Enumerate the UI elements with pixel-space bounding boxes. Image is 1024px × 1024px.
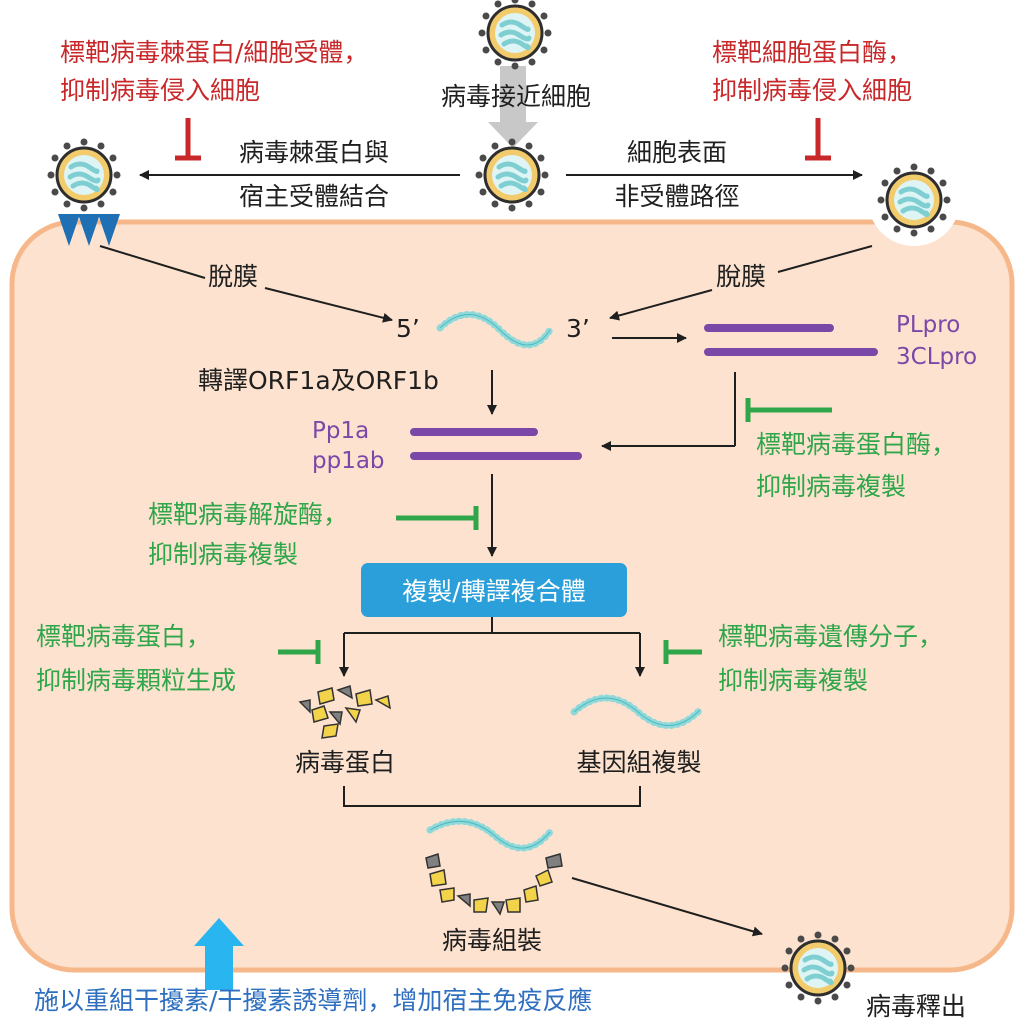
target-viral-protein-line2: 抑制病毒顆粒生成 <box>36 666 237 695</box>
uncoating-left-label: 脫膜 <box>208 262 259 291</box>
host-receptor-icon <box>58 214 120 246</box>
immune-arrow-shaft <box>205 944 233 990</box>
replication-complex-box: 複製/轉譯複合體 <box>361 563 627 617</box>
release-label: 病毒釋出 <box>866 992 967 1021</box>
non-receptor-line2: 非受體路徑 <box>614 182 740 211</box>
receptor-binding-line1: 病毒棘蛋白與 <box>238 138 389 167</box>
inhibit-viral-protein-icon <box>278 640 321 664</box>
approach-label: 病毒接近細胞 <box>440 82 591 111</box>
non-receptor-line1: 細胞表面 <box>626 138 727 167</box>
target-helicase-line1: 標靶病毒解旋酶， <box>148 500 349 529</box>
uncoating-right-label: 脫膜 <box>716 262 767 291</box>
approach-arrow-shaft <box>500 66 526 124</box>
uncoat-right-arrow <box>609 289 713 321</box>
uncoat-right-line <box>777 245 873 273</box>
assembly-capsid-icon <box>425 853 563 916</box>
virion-center-icon <box>476 139 549 212</box>
pp1a-label: Pp1a <box>312 418 370 444</box>
target-spike-line2: 抑制病毒侵入細胞 <box>60 76 261 105</box>
immune-arrow-head <box>194 918 244 946</box>
rna-5prime-label: 5’ <box>396 314 420 343</box>
inhibit-helicase-icon <box>396 506 479 530</box>
viral-protein-label: 病毒蛋白 <box>294 748 395 777</box>
rna-3prime-label: 3’ <box>566 314 590 343</box>
release-arrow <box>571 877 763 937</box>
viral-rna-backbone <box>439 314 551 346</box>
inhibit-genetic-icon <box>663 640 702 664</box>
viral-protein-fragments-icon <box>298 685 391 739</box>
target-genetic-line1: 標靶病毒遺傳分子， <box>718 622 944 651</box>
receptor-binding-line2: 宿主受體結合 <box>238 182 389 211</box>
assembly-label: 病毒組裝 <box>441 926 542 955</box>
inhibit-entry-right-icon <box>805 118 831 161</box>
merge-bracket <box>343 786 641 807</box>
uncoat-left-arrow <box>264 287 393 323</box>
target-genetic-line2: 抑制病毒複製 <box>718 666 869 695</box>
inhibit-entry-left-icon <box>175 118 201 161</box>
assembly-rna-backbone <box>429 820 551 849</box>
virion-receptor-bound-icon <box>48 139 121 212</box>
replicated-genome-backbone <box>573 697 701 726</box>
inhibit-protease-icon <box>745 398 832 422</box>
3clpro-label: 3CLpro <box>896 344 978 370</box>
target-protease-line1: 標靶病毒蛋白酶， <box>756 430 957 459</box>
interferon-label: 施以重組干擾素/干擾素誘導劑，增加宿主免疫反應 <box>34 986 593 1015</box>
target-cell-protease-line1: 標靶細胞蛋白酶， <box>712 38 913 67</box>
pp1ab-label: pp1ab <box>312 448 385 474</box>
target-viral-protein-line1: 標靶病毒蛋白， <box>36 622 212 651</box>
target-helicase-line2: 抑制病毒複製 <box>148 540 299 569</box>
target-spike-line1: 標靶病毒棘蛋白/細胞受體， <box>60 38 369 67</box>
target-protease-line2: 抑制病毒複製 <box>756 472 907 501</box>
plpro-label: PLpro <box>896 312 961 338</box>
translation-label: 轉譯ORF1a及ORF1b <box>198 366 439 395</box>
target-cell-protease-line2: 抑制病毒侵入細胞 <box>712 76 913 105</box>
uncoat-left-line <box>99 245 206 279</box>
genome-replication-label: 基因組複製 <box>576 748 702 777</box>
virion-approaching-icon <box>479 0 552 70</box>
approach-arrow-head <box>488 122 538 148</box>
